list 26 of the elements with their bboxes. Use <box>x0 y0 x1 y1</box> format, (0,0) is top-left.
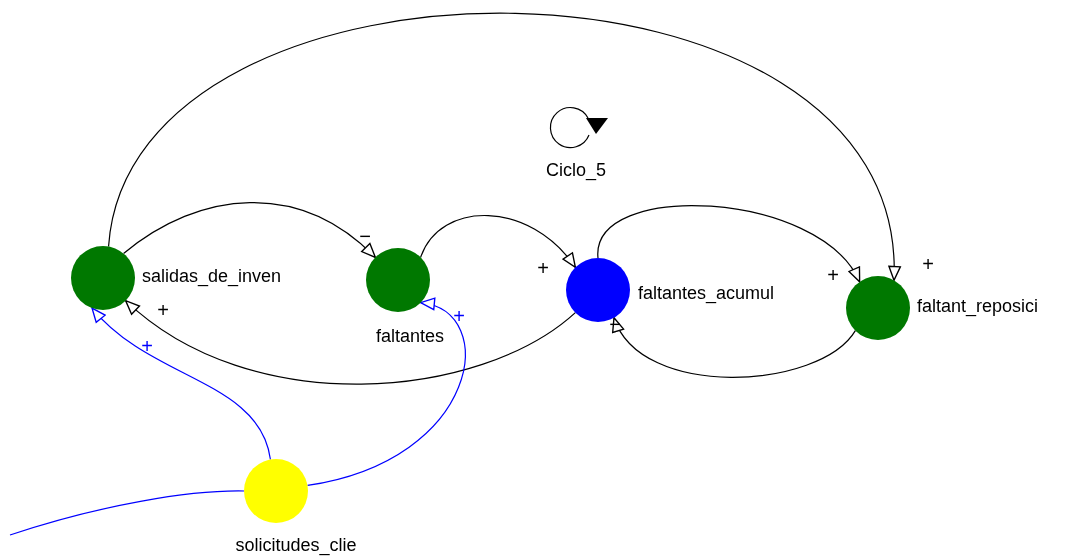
variable-label: solicitudes_clie <box>235 536 357 556</box>
arrow <box>613 317 856 378</box>
polarity-sign: + <box>537 258 549 278</box>
variable-circle <box>566 258 630 322</box>
polarity-sign: − <box>359 226 371 246</box>
variable-circle <box>846 276 910 340</box>
variable-label: faltant_reposici <box>917 297 1039 317</box>
polarity-sign: + <box>453 306 465 326</box>
arrow <box>107 12 899 281</box>
variable-label: faltantes <box>376 327 444 347</box>
arrow <box>91 307 272 461</box>
polarity-sign: + <box>141 336 153 356</box>
polarity-sign: + <box>827 265 839 285</box>
arrow <box>420 215 577 269</box>
arrow <box>597 205 861 283</box>
polarity-sign: + <box>922 254 934 274</box>
arrow <box>124 299 576 385</box>
loop-label: Ciclo_5 <box>546 160 606 181</box>
arrow <box>122 202 377 259</box>
variable-circle <box>366 248 430 312</box>
arrow <box>306 299 466 487</box>
variable-circle <box>71 246 135 310</box>
variable-label: faltantes_acumul <box>638 284 775 304</box>
polarity-sign: + <box>157 300 169 320</box>
connector-line <box>9 490 245 536</box>
variable-label: salidas_de_inven <box>142 267 282 287</box>
